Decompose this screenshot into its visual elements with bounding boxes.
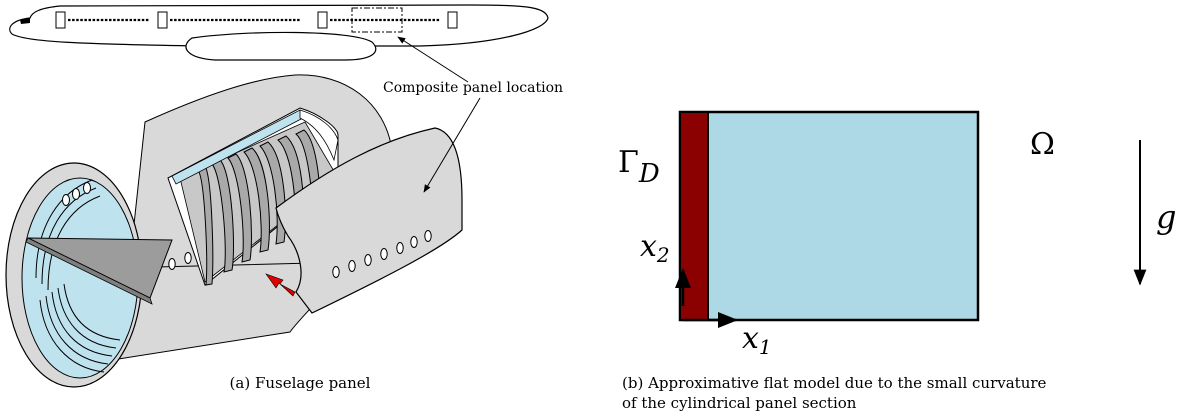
domain-label: Ω	[1030, 127, 1055, 162]
callout-arrow-panel	[423, 97, 481, 193]
axis-x1-label: x1	[742, 321, 772, 359]
callout-arrow	[397, 36, 469, 83]
boundary-label: ΓD	[618, 145, 660, 189]
caption-b-line1: (b) Approximative flat model due to the …	[622, 374, 1047, 392]
domain-omega	[678, 110, 980, 322]
callout-label: Composite panel location	[383, 80, 563, 96]
caption-b: (b) Approximative flat model due to the …	[622, 373, 1182, 413]
axis-x2-label: x2	[640, 229, 670, 267]
fuselage-section-illustration	[5, 74, 463, 388]
flat-panel-model	[675, 110, 1147, 328]
aircraft-outline	[9, 4, 549, 61]
load-label: g	[1156, 198, 1176, 236]
caption-b-line2: of the cylindrical panel section	[622, 394, 857, 412]
caption-a: (a) Fuselage panel	[229, 374, 371, 392]
